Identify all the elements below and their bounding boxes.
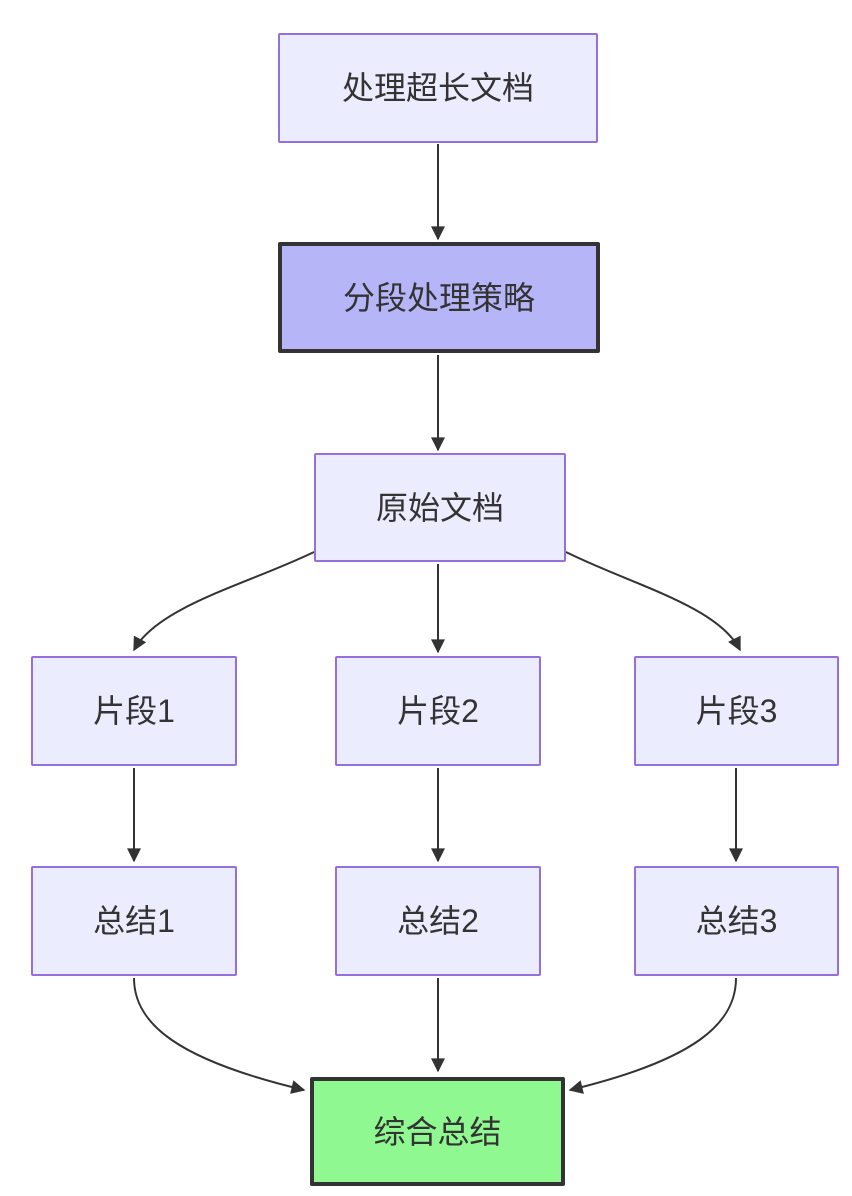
node-final-summary: 综合总结: [310, 1077, 565, 1186]
node-final-summary-label: 综合总结: [373, 1113, 502, 1150]
node-segment-strategy: 分段处理策略: [278, 242, 600, 353]
edge-original-doc-to-fragment-3: [565, 551, 741, 652]
node-fragment-1-label: 片段1: [93, 693, 175, 729]
node-fragment-2-label: 片段2: [397, 693, 479, 729]
edge-summary-3-to-final-summary: [568, 977, 737, 1094]
node-segment-strategy-label: 分段处理策略: [342, 279, 535, 316]
node-process-long-doc-label: 处理超长文档: [341, 70, 534, 106]
edge-summary-1-to-final-summary: [133, 977, 306, 1094]
node-summary-2-label: 总结2: [397, 903, 479, 939]
node-original-doc-label: 原始文档: [375, 489, 504, 526]
node-fragment-3-label: 片段3: [695, 693, 778, 729]
node-fragment-3: 片段3: [634, 656, 839, 766]
node-summary-2: 总结2: [335, 866, 541, 976]
node-original-doc: 原始文档: [314, 453, 566, 562]
node-summary-1: 总结1: [31, 866, 237, 976]
node-fragment-1: 片段1: [31, 656, 237, 766]
node-summary-3-label: 总结3: [695, 903, 778, 939]
node-fragment-2: 片段2: [335, 656, 541, 766]
edge-original-doc-to-fragment-1: [133, 551, 315, 652]
node-summary-1-label: 总结1: [93, 903, 175, 939]
node-summary-3: 总结3: [634, 866, 839, 976]
node-process-long-doc: 处理超长文档: [278, 33, 598, 143]
